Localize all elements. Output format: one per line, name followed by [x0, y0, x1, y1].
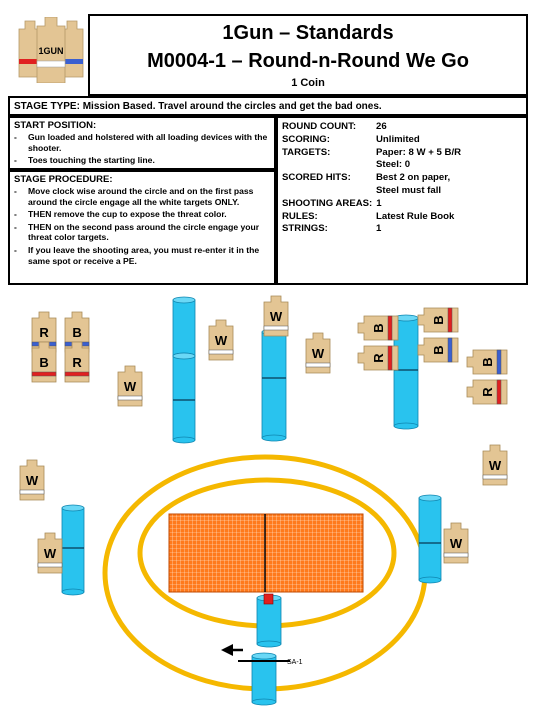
targets-label: TARGETS: — [282, 146, 331, 158]
target-threat-letter: B — [39, 355, 48, 370]
direction-arrow-icon — [221, 644, 243, 656]
logo-target-center — [36, 17, 66, 83]
stage-info-box: ROUND COUNT: 26 SCORING: Unlimited TARGETS… — [276, 116, 528, 285]
target-white: W — [263, 295, 289, 337]
procedure-item: Move clock wise around the circle and on… — [14, 186, 270, 207]
strings-value: 1 — [376, 223, 382, 235]
start-position-heading: START POSITION: — [14, 120, 97, 131]
scored-hits-steel-value: Steel must fall — [376, 184, 442, 196]
target-threat: B — [466, 349, 508, 375]
start-line — [238, 660, 290, 662]
barrel — [393, 314, 419, 430]
stage-procedure-box: STAGE PROCEDURE: Move clock wise around … — [8, 170, 276, 285]
barrel — [418, 494, 442, 584]
target-white-letter: W — [270, 309, 283, 324]
target-threat-letter: B — [431, 315, 446, 324]
target-threat: R — [466, 379, 508, 405]
procedure-item: THEN remove the cup to expose the threat… — [14, 209, 270, 220]
rules-label: RULES: — [282, 210, 318, 222]
target-white: W — [37, 532, 63, 574]
title-box: 1Gun – Standards M0004-1 – Round-n-Round… — [88, 14, 528, 96]
round-count-value: 26 — [376, 121, 387, 132]
target-white-letter: W — [215, 333, 228, 348]
targets-value: Paper: 8 W + 5 B/R — [376, 146, 462, 158]
shooting-areas-value: 1 — [376, 197, 382, 209]
stage-title: M0004-1 – Round-n-Round We Go — [147, 50, 469, 72]
barrel — [256, 594, 282, 648]
target-threat: R — [64, 341, 90, 383]
strings-label: STRINGS: — [282, 223, 328, 235]
cup — [263, 593, 274, 605]
stage-type: STAGE TYPE: Mission Based. Travel around… — [8, 96, 528, 116]
target-white-letter: W — [489, 458, 502, 473]
target-threat-letter: R — [72, 355, 82, 370]
barrel — [172, 296, 196, 360]
scoring-value: Unlimited — [376, 133, 420, 145]
logo-text: 1GUN — [38, 46, 63, 56]
start-position-item: Toes touching the starting line. — [14, 155, 270, 166]
barrel — [251, 652, 277, 706]
target-white: W — [208, 319, 234, 361]
target-threat-letter: R — [480, 387, 495, 397]
table — [168, 513, 364, 593]
target-white-letter: W — [26, 473, 39, 488]
start-position-item: Gun loaded and holstered with all loadin… — [14, 132, 270, 153]
rules-value: Latest Rule Book — [376, 210, 455, 222]
target-threat-letter: B — [72, 325, 81, 340]
target-white-letter: W — [312, 346, 325, 361]
target-white: W — [482, 444, 508, 486]
target-white: W — [117, 365, 143, 407]
target-threat-letter: R — [39, 325, 49, 340]
round-count-label: ROUND COUNT: — [282, 121, 357, 132]
scoring-label: SCORING: — [282, 133, 330, 145]
shooting-area-label: SA-1 — [287, 659, 303, 666]
targets-steel-value: Steel: 0 — [376, 159, 411, 171]
stage-procedure-heading: STAGE PROCEDURE: — [14, 174, 113, 185]
target-threat-letter: B — [431, 345, 446, 354]
page-title: 1Gun – Standards — [222, 22, 394, 44]
scored-hits-value: Best 2 on paper, — [376, 172, 451, 184]
barrel — [172, 352, 196, 444]
target-threat-letter: B — [480, 357, 495, 366]
procedure-item: THEN on the second pass around the circl… — [14, 222, 270, 243]
target-threat: B — [357, 315, 399, 341]
target-white-letter: W — [450, 536, 463, 551]
scored-hits-label: SCORED HITS: — [282, 172, 351, 184]
target-threat: R — [357, 345, 399, 371]
target-threat-letter: R — [371, 353, 386, 363]
target-white: W — [443, 522, 469, 564]
procedure-item: If you leave the shooting area, you must… — [14, 245, 270, 266]
target-threat-letter: B — [371, 323, 386, 332]
target-white-letter: W — [44, 546, 57, 561]
barrel — [61, 504, 85, 596]
target-white-letter: W — [124, 379, 137, 394]
barrel — [261, 328, 287, 442]
stage-subtitle: 1 Coin — [291, 77, 325, 89]
target-white: W — [19, 459, 45, 501]
target-threat: B — [417, 337, 459, 363]
logo: 1GUN — [18, 17, 84, 83]
shooting-areas-label: SHOOTING AREAS: — [282, 197, 373, 209]
target-threat: B — [417, 307, 459, 333]
target-white: W — [305, 332, 331, 374]
target-threat: B — [31, 341, 57, 383]
start-position-box: START POSITION: Gun loaded and holstered… — [8, 116, 276, 170]
